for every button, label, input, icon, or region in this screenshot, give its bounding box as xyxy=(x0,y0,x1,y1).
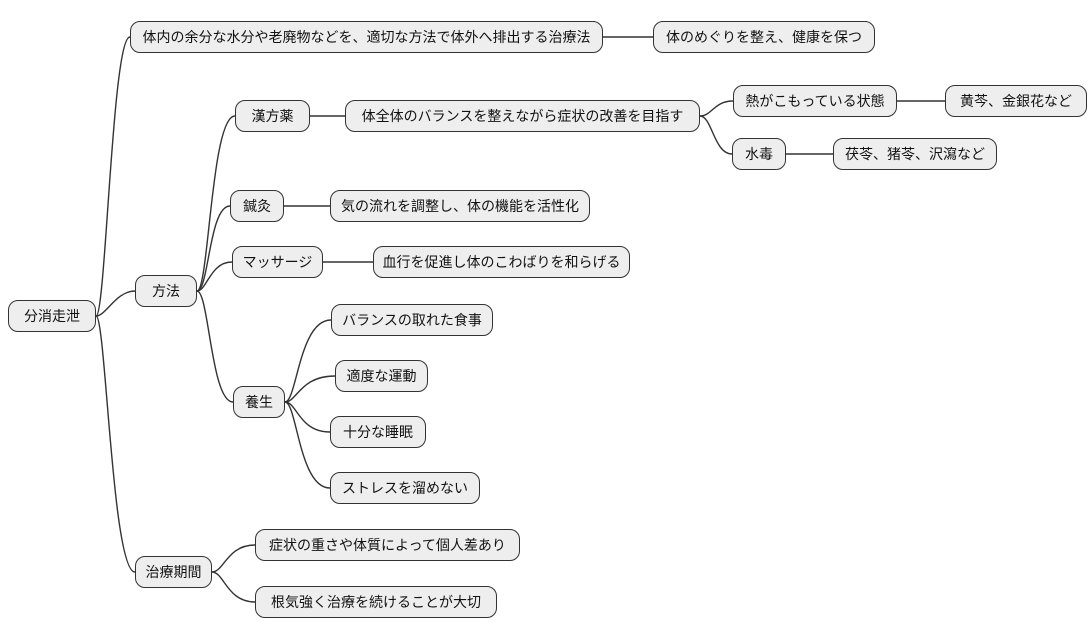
connector-method-massage xyxy=(196,261,233,292)
node-root: 分消走泄 xyxy=(8,300,96,332)
node-heat-state: 熱がこもっている状態 xyxy=(733,85,897,117)
connector-root-duration xyxy=(95,315,136,573)
node-individual: 症状の重さや体質によって個人差あり xyxy=(255,529,520,561)
connector-duration-individual xyxy=(211,544,256,573)
node-definition: 体内の余分な水分や老廃物などを、適切な方法で体外へ排出する治療法 xyxy=(130,21,603,53)
node-benefit: 体のめぐりを整え、健康を保つ xyxy=(653,21,875,53)
node-yojo: 養生 xyxy=(233,386,285,418)
connector-yojo-sleep xyxy=(284,401,331,433)
connector-root-method xyxy=(95,290,136,317)
node-heat-herbs: 黄芩、金銀花など xyxy=(945,85,1087,117)
connector-root-definition xyxy=(95,36,131,317)
node-sleep: 十分な睡眠 xyxy=(330,416,426,448)
connector-method-yojo xyxy=(196,290,234,403)
connector-method-acupuncture xyxy=(196,205,231,292)
node-stress: ストレスを溜めない xyxy=(330,472,480,504)
node-kampo: 漢方薬 xyxy=(235,100,310,132)
node-acupuncture: 鍼灸 xyxy=(230,190,284,222)
node-suidoku: 水毒 xyxy=(732,138,786,170)
node-acupuncture-desc: 気の流れを調整し、体の機能を活性化 xyxy=(330,190,590,222)
node-method: 方法 xyxy=(135,275,197,307)
node-duration: 治療期間 xyxy=(135,556,212,588)
connector-yojo-exercise xyxy=(284,375,336,403)
connector-desc-heat xyxy=(699,100,734,117)
node-kampo-desc: 体全体のバランスを整えながら症状の改善を目指す xyxy=(345,100,700,132)
node-massage: マッサージ xyxy=(232,246,323,278)
node-diet: バランスの取れた食事 xyxy=(331,304,493,336)
node-persistence: 根気強く治療を続けることが大切 xyxy=(255,586,497,618)
node-exercise: 適度な運動 xyxy=(335,360,428,392)
node-suidoku-herbs: 茯苓、猪苓、沢瀉など xyxy=(833,138,997,170)
connector-yojo-stress xyxy=(284,401,331,489)
node-massage-desc: 血行を促進し体のこわばりを和らげる xyxy=(373,246,630,278)
connector-yojo-diet xyxy=(284,319,332,403)
connector-duration-persistence xyxy=(211,571,256,603)
connector-desc-suidoku xyxy=(699,115,733,155)
